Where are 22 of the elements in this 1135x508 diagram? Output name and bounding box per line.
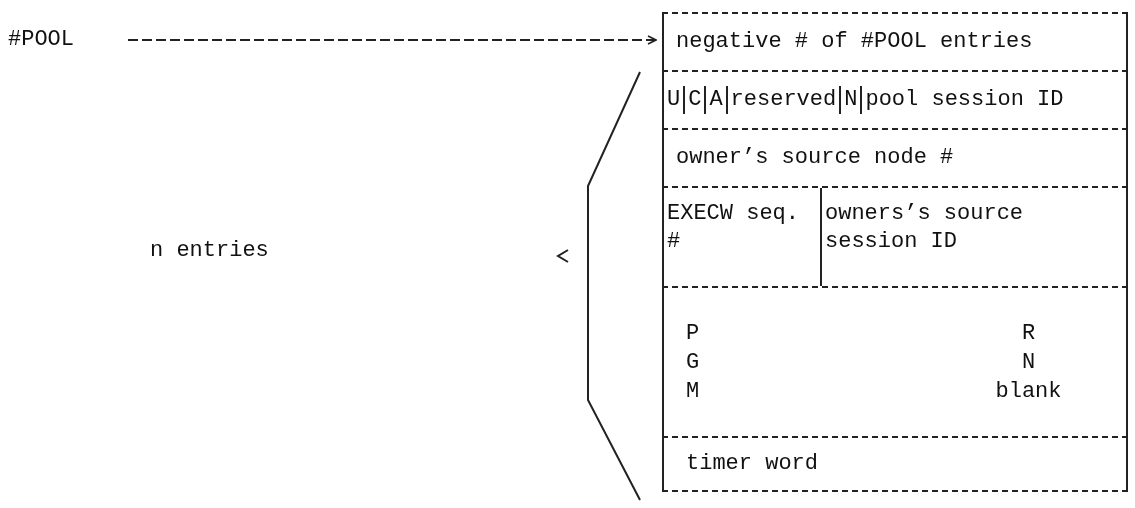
field-label: reserved [725,86,840,114]
field-label: R N blank [994,319,1063,406]
table-row [662,70,1128,128]
field-label: EXECW seq. # [666,200,801,256]
field-label: owner’s source node # [675,144,955,172]
field-label: C [683,86,705,114]
table-row [662,128,1128,186]
table-row [662,12,1128,70]
field-label: U [666,86,682,114]
table-row [662,286,1128,436]
field-label: negative # of #POOL entries [675,28,1034,56]
table-row [662,436,1128,492]
field-label: owners’s source session ID [820,188,1126,286]
table-row [662,186,1128,286]
arrow [127,35,657,45]
field-label: P G M [685,319,701,406]
bracket-label: n entries [150,238,269,263]
pointer-label: #POOL [8,24,74,56]
field-label: A [704,86,726,114]
field-label: pool session ID [860,86,1126,114]
field-label: timer word [685,450,820,478]
field-label: N [839,86,861,114]
